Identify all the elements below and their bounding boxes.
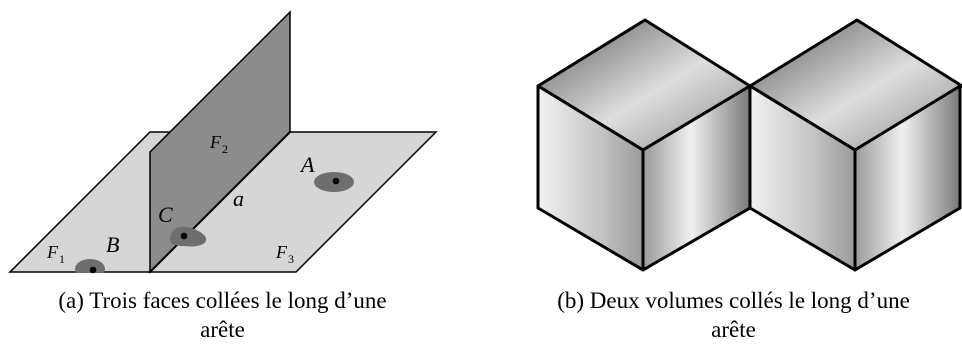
cube-right xyxy=(748,18,962,272)
caption-b-line2: arête xyxy=(711,317,756,342)
caption-a-line2: arête xyxy=(200,317,245,342)
label-f1: F1 xyxy=(46,242,65,266)
point-b xyxy=(89,266,97,274)
point-a xyxy=(332,177,340,185)
cube-left xyxy=(536,18,752,272)
edge-a xyxy=(149,131,291,273)
label-a-point: A xyxy=(299,152,315,177)
point-c xyxy=(180,232,188,240)
figure-a: F2 F1 F3 A B C a xyxy=(8,10,438,285)
label-f3: F3 xyxy=(275,242,294,266)
caption-b: (b) Deux volumes collés le long d’une ar… xyxy=(505,286,962,344)
region-c xyxy=(169,226,207,247)
caption-b-line1: (b) Deux volumes collés le long d’une xyxy=(557,288,910,313)
figure-b xyxy=(536,18,962,272)
label-b-point: B xyxy=(106,232,119,257)
caption-a: (a) Trois faces collées le long d’une ar… xyxy=(0,286,445,344)
caption-a-line1: (a) Trois faces collées le long d’une xyxy=(58,288,387,313)
label-edge-a: a xyxy=(233,186,244,211)
cube-right-front-right xyxy=(853,84,962,272)
label-c-point: C xyxy=(158,202,173,227)
label-f2: F2 xyxy=(209,132,228,156)
